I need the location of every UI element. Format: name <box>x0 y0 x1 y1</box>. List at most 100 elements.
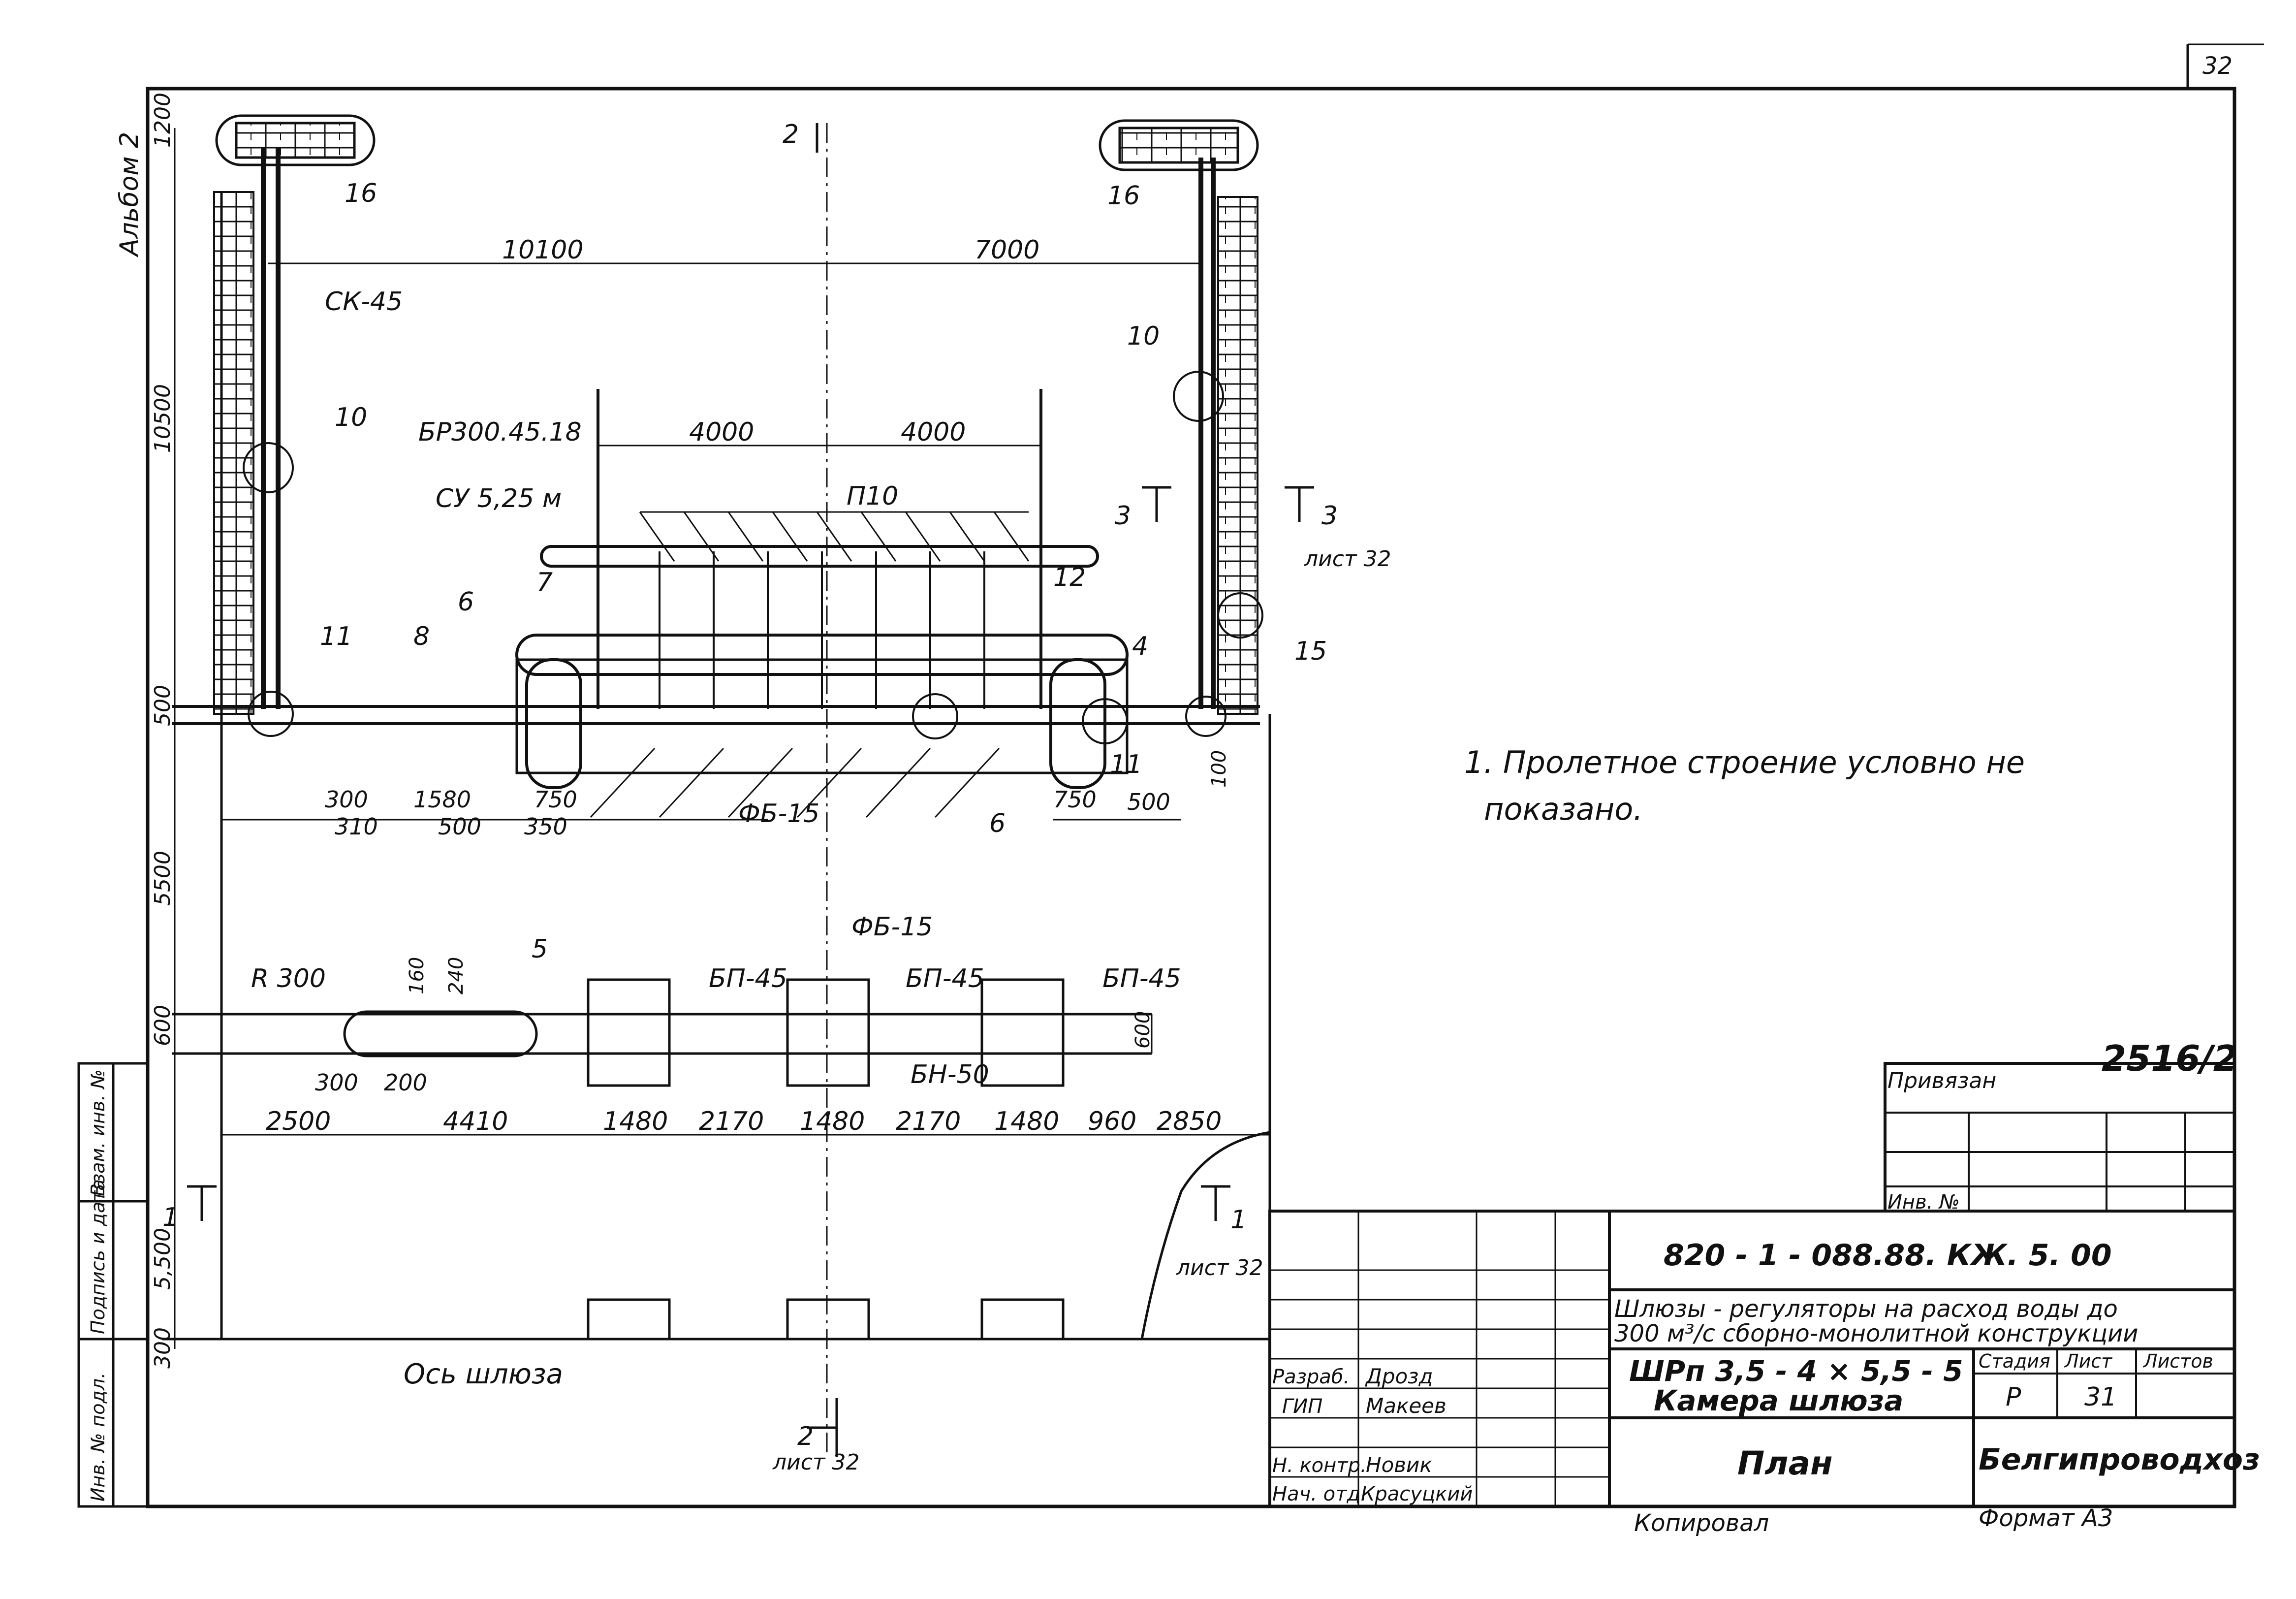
mark-6-bottom: 6 <box>989 809 1006 838</box>
note-line-1: 1. Пролетное строение условно не <box>1464 744 2025 780</box>
mark-bp45-3: БП-45 <box>1102 964 1181 993</box>
section-3-right: 3 <box>1321 501 1338 531</box>
dim-2170-a: 2170 <box>699 1107 764 1136</box>
mark-fb15-bottom: ФБ-15 <box>851 912 933 942</box>
role-1: Разраб. <box>1272 1366 1350 1388</box>
section-markers <box>187 123 1314 1457</box>
foundation-strip <box>172 978 1152 1341</box>
dim-240: 240 <box>445 957 468 994</box>
vdim-5500-a: 5500 <box>150 851 175 906</box>
album-label: Альбом 2 <box>115 132 144 257</box>
privyazan-label: Привязан <box>1887 1068 1996 1093</box>
name-2: Макеев <box>1366 1394 1447 1418</box>
dim-1480-b: 1480 <box>800 1107 865 1136</box>
side-strip-sign: Подпись и дата <box>87 1179 109 1334</box>
vdim-600: 600 <box>150 1005 175 1046</box>
mark-8: 8 <box>413 622 430 651</box>
dim-2500: 2500 <box>266 1107 331 1136</box>
title-block <box>1268 1062 2236 1508</box>
mark-r300: R 300 <box>251 964 326 993</box>
section-1-left: 1 <box>162 1203 179 1232</box>
mark-15: 15 <box>1294 637 1327 666</box>
mark-11-right: 11 <box>1110 750 1142 779</box>
dim-960: 960 <box>1088 1107 1136 1136</box>
dim-1480-c: 1480 <box>994 1107 1059 1136</box>
mark-bn50: БН-50 <box>911 1060 989 1089</box>
name-1: Дрозд <box>1365 1364 1433 1388</box>
vdim-5500-b: 5,500 <box>150 1228 175 1290</box>
dimension-lines <box>174 128 1270 1349</box>
mark-br300: БР300.45.18 <box>418 417 582 447</box>
dim-4000-left: 4000 <box>689 417 754 447</box>
dim-4410: 4410 <box>443 1107 508 1136</box>
dim-200: 200 <box>384 1069 427 1096</box>
format-label: Формат А3 <box>1979 1504 2113 1532</box>
organization: Белгипроводхоз <box>1979 1442 2260 1477</box>
side-strip <box>77 1062 149 1508</box>
mark-bp45-2: БП-45 <box>906 964 984 993</box>
mark-16-left: 16 <box>345 179 377 208</box>
mark-11-left: 11 <box>320 622 352 651</box>
dim-300-mid: 300 <box>315 1069 358 1096</box>
dim-7000: 7000 <box>975 235 1039 265</box>
dim-350: 350 <box>524 813 567 840</box>
dim-1580: 1580 <box>413 786 471 813</box>
wall-lines <box>172 148 1260 725</box>
cap-16-left <box>215 114 376 166</box>
vdim-10500: 10500 <box>150 384 175 453</box>
stage-header: Стадия <box>1979 1350 2050 1372</box>
mark-12: 12 <box>1053 563 1086 592</box>
dim-750-right: 750 <box>1053 786 1097 813</box>
role-4: Нач. отд. <box>1272 1483 1367 1505</box>
section-2-bottom: 2 <box>797 1422 814 1451</box>
side-strip-replace: Взам. инв. № <box>87 1069 109 1196</box>
dim-2850: 2850 <box>1157 1107 1222 1136</box>
sheet-ref-2: лист 32 <box>772 1450 860 1475</box>
mark-p10: П10 <box>847 481 898 511</box>
object-line-1: ШРп 3,5 - 4 × 5,5 - 5 <box>1629 1354 1963 1388</box>
stamp-number: 2516/2 <box>2102 1038 2238 1079</box>
mark-10-right: 10 <box>1127 321 1160 351</box>
section-2-top: 2 <box>783 120 799 149</box>
axis-label: Ось шлюза <box>404 1358 563 1390</box>
dim-750-left: 750 <box>534 786 577 813</box>
title-line-1: Шлюзы - регуляторы на расход воды до <box>1614 1295 2118 1323</box>
dim-310: 310 <box>335 813 378 840</box>
vdim-500: 500 <box>150 685 175 726</box>
stage-value: Р <box>2006 1382 2021 1412</box>
vdim-300: 300 <box>150 1327 175 1369</box>
mark-bp45-1: БП-45 <box>709 964 787 993</box>
section-1-right: 1 <box>1230 1205 1247 1235</box>
object-line-2: Камера шлюза <box>1654 1384 1903 1417</box>
cap-16-right <box>1099 119 1259 171</box>
dim-500-right: 500 <box>1127 789 1170 815</box>
note-line-2: показано. <box>1484 791 1643 827</box>
vdim-1200: 1200 <box>150 93 175 148</box>
hatch-fb15 <box>590 747 1000 818</box>
dim-300-top: 300 <box>325 786 368 813</box>
mark-16-right: 16 <box>1107 181 1140 211</box>
dim-100: 100 <box>1208 750 1230 788</box>
brick-wall-left <box>213 191 254 715</box>
dim-600-right: 600 <box>1132 1011 1154 1049</box>
mark-10-left: 10 <box>335 403 367 432</box>
dim-500-left: 500 <box>438 813 481 840</box>
mark-4: 4 <box>1132 632 1148 661</box>
section-3-left: 3 <box>1115 501 1131 531</box>
title-line-2: 300 м³/с сборно-монолитной конструкции <box>1614 1320 2138 1347</box>
name-3: Новик <box>1366 1453 1432 1477</box>
sheet-ref-3: лист 32 <box>1304 546 1391 572</box>
sheet-value: 31 <box>2084 1382 2117 1412</box>
sheet-ref-1: лист 32 <box>1176 1255 1263 1280</box>
mark-sk45: СК-45 <box>325 287 403 317</box>
dim-160: 160 <box>406 957 428 994</box>
sheet-number: 32 <box>2202 52 2233 80</box>
callout-circles <box>243 371 1263 744</box>
brick-wall-right <box>1217 196 1258 715</box>
dim-4000-right: 4000 <box>901 417 966 447</box>
span-columns <box>659 551 985 709</box>
sheets-header: Листов <box>2142 1350 2213 1372</box>
name-4: Красуцкий <box>1361 1483 1473 1505</box>
dim-2170-b: 2170 <box>896 1107 961 1136</box>
